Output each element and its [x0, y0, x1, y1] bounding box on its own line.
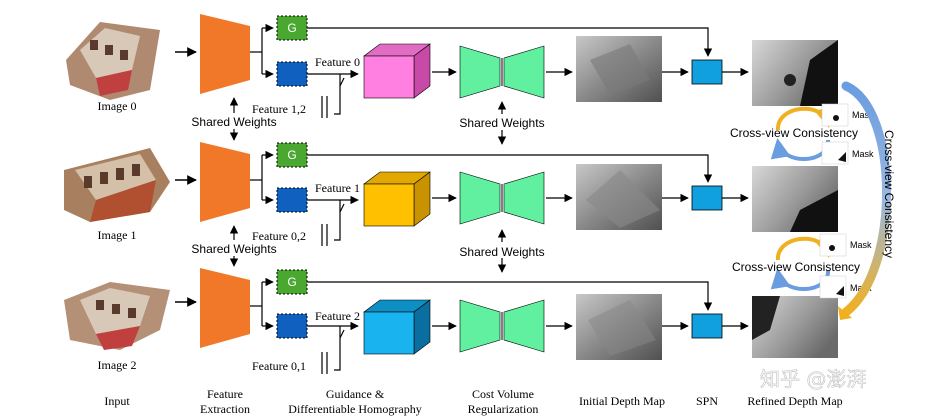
stage-labels: Input Feature Extraction Guidance & Diff… [104, 387, 842, 416]
stage-guidance-1: Guidance & [326, 387, 385, 401]
stage-feature-extraction-1: Feature [207, 387, 243, 401]
feature-extractor-1 [200, 142, 250, 222]
aux-feature-2-label: Feature 0,1 [252, 359, 306, 373]
spn-box-0 [691, 59, 723, 85]
shared-weights-costvolume-bottom: Shared Weights [459, 229, 545, 273]
feature-0-label: Feature 0 [315, 55, 360, 69]
shared-weights-label-2: Shared Weights [191, 242, 276, 256]
stage-refined-depth: Refined Depth Map [747, 394, 842, 408]
feature-2-label: Feature 2 [315, 309, 360, 323]
cost-volume-regularization-1 [459, 171, 545, 225]
image-0-label: Image 0 [98, 99, 137, 113]
cost-volume-regularization-2 [459, 299, 545, 353]
mask-label-1b: Mask [852, 149, 874, 159]
feature-1-label: Feature 1 [315, 181, 360, 195]
spn-box-2 [691, 313, 723, 339]
input-image-1 [64, 148, 170, 222]
row-0: Image 0 G Feature 0 Feature 1,2 [66, 14, 838, 118]
cross-view-consistency-label-2: Cross-view Consistency [732, 260, 860, 274]
stage-cost-volume-2: Regularization [468, 402, 539, 416]
cross-view-consistency-bottom: Cross-view Consistency Mask Mask [732, 233, 872, 299]
g-label-1: G [287, 148, 296, 162]
feature-volume-2 [363, 299, 431, 355]
aux-feature-1-label: Feature 0,2 [252, 229, 306, 243]
shared-weights-costvolume-top: Shared Weights [459, 101, 545, 145]
stage-input: Input [104, 394, 130, 408]
shared-weights-label-3: Shared Weights [459, 116, 544, 130]
watermark: 知乎 @澎湃 [760, 367, 866, 391]
cross-view-consistency-outer: Cross-view Consistency [838, 81, 896, 320]
mask-thumb-2a [819, 233, 847, 257]
shared-weights-extractor-bottom: Shared Weights [191, 225, 277, 267]
cross-view-consistency-label-vertical: Cross-view Consistency [882, 130, 896, 258]
g-box-1 [276, 142, 308, 168]
initial-depth-map-2 [576, 294, 662, 360]
refined-depth-map-0 [752, 40, 838, 106]
refined-depth-map-2 [752, 296, 838, 358]
feature-box-0 [276, 61, 308, 87]
stage-initial-depth: Initial Depth Map [579, 394, 665, 408]
stage-cost-volume-1: Cost Volume [472, 387, 534, 401]
feature-box-1 [276, 187, 308, 213]
image-1-label: Image 1 [98, 228, 137, 242]
refined-depth-map-1 [752, 166, 838, 232]
cross-view-consistency-label-1: Cross-view Consistency [730, 126, 858, 140]
feature-box-2 [276, 313, 308, 339]
spn-box-1 [691, 185, 723, 211]
stage-guidance-2: Differentiable Homography [288, 402, 421, 416]
row-1: Image 1 G Feature 1 Feature 0,2 [64, 142, 838, 246]
feature-extractor-0 [200, 14, 250, 94]
cost-volume-regularization-0 [459, 45, 545, 99]
g-label-0: G [287, 21, 296, 35]
aux-feature-0-label: Feature 1,2 [252, 102, 306, 116]
input-image-0 [66, 22, 160, 100]
feature-extractor-2 [200, 268, 250, 348]
mask-label-2a: Mask [850, 240, 872, 250]
input-image-2 [64, 282, 170, 350]
initial-depth-map-1 [576, 164, 662, 230]
initial-depth-map-0 [576, 36, 662, 102]
mask-thumb-1a [821, 103, 849, 127]
shared-weights-label-4: Shared Weights [459, 245, 544, 259]
stage-feature-extraction-2: Extraction [200, 402, 250, 416]
cross-view-consistency-top: Cross-view Consistency Mask Mask [730, 103, 874, 165]
shared-weights-extractor-top: Shared Weights [191, 97, 277, 141]
stage-spn: SPN [696, 394, 718, 408]
image-2-label: Image 2 [98, 358, 137, 372]
g-label-2: G [287, 275, 296, 289]
row-2: Image 2 G Feature 2 Feature 0,1 [64, 268, 838, 374]
shared-weights-label-1: Shared Weights [191, 115, 276, 129]
feature-volume-1 [363, 171, 431, 227]
mask-label-1a: Mask [852, 110, 874, 120]
feature-volume-0 [363, 43, 431, 99]
